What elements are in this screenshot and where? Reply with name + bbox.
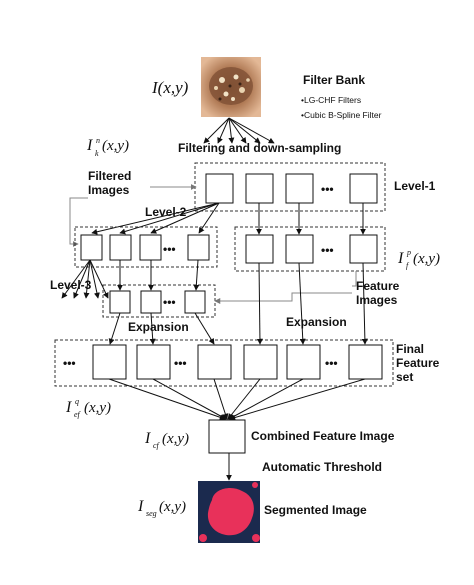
final-math-sub: ef xyxy=(74,410,82,419)
seg-math-sub: seg xyxy=(146,509,157,518)
feature-images-label-1: Feature xyxy=(356,279,400,293)
level2-to-level3-arrows xyxy=(117,259,200,291)
filtered-math-main: I xyxy=(86,137,93,154)
level2-left-dots: ••• xyxy=(163,242,176,256)
feature-math-sub: f xyxy=(406,261,410,270)
filtered-math-sub: k xyxy=(95,149,99,158)
final-dots-2: ••• xyxy=(174,356,187,370)
seg-math-main: I xyxy=(137,498,144,515)
level2-left-group xyxy=(74,226,218,268)
combined-label: Combined Feature Image xyxy=(251,429,395,443)
filtered-math-label: I n k (x,y) xyxy=(86,136,129,158)
final-math-label: I q ef (x,y) xyxy=(65,397,111,419)
feature-images-group xyxy=(234,226,386,272)
level3-dots: ••• xyxy=(163,295,176,309)
feature-dots: ••• xyxy=(321,243,334,257)
final-box-4 xyxy=(243,344,278,380)
level1-box-1 xyxy=(205,173,234,204)
filtered-images-connector-2 xyxy=(69,197,88,247)
segmented-label: Segmented Image xyxy=(264,503,367,517)
final-box-6 xyxy=(348,344,383,380)
combined-math-sub: cf xyxy=(153,441,161,450)
filtered-math-args: (x,y) xyxy=(102,138,129,154)
segmented-math-label: I seg (x,y) xyxy=(137,498,186,518)
feature-math-sup: p xyxy=(406,248,411,257)
final-math-args: (x,y) xyxy=(84,400,111,416)
level3-label: Level-3 xyxy=(50,278,92,292)
level3-fan-arrows xyxy=(61,259,109,299)
final-feature-label-2: Feature xyxy=(396,356,440,370)
final-feature-label-1: Final xyxy=(396,342,424,356)
feature-boxes xyxy=(245,234,378,264)
final-box-2 xyxy=(136,344,171,380)
final-box-3 xyxy=(197,344,232,380)
final-boxes xyxy=(92,344,383,380)
level1-dots: ••• xyxy=(321,182,334,196)
level2-box-4 xyxy=(187,234,210,261)
filtered-math-sup: n xyxy=(96,136,100,145)
level1-boxes xyxy=(205,173,378,204)
final-math-main: I xyxy=(65,399,72,416)
level3-boxes xyxy=(109,290,206,314)
feature-math-main: I xyxy=(397,250,404,267)
combined-math-label: I cf (x,y) xyxy=(144,430,189,450)
level1-to-feature-arrows xyxy=(256,203,366,235)
feature-images-connector-1 xyxy=(352,271,357,287)
feature-images-label-2: Images xyxy=(356,293,398,307)
final-feature-group xyxy=(54,339,394,387)
level3-box-2 xyxy=(140,290,162,314)
segmented-image xyxy=(198,481,260,543)
feature-images-connector-2 xyxy=(214,292,352,304)
filter-bank-item-bspline: •Cubic B-Spline Filter xyxy=(301,110,382,120)
expansion-label-small: Expansion xyxy=(128,320,189,334)
level1-label: Level-1 xyxy=(394,179,436,193)
level2-arrows xyxy=(91,202,220,235)
filtered-images-label-2: Images xyxy=(88,183,130,197)
level2-box-2 xyxy=(109,234,132,261)
level1-box-2 xyxy=(245,173,274,204)
converge-arrows xyxy=(108,378,366,421)
level3-box-1 xyxy=(109,290,131,314)
level1-box-4 xyxy=(349,173,378,204)
level3-box-3 xyxy=(184,290,206,314)
filter-arrows xyxy=(203,117,275,144)
filtered-images-label-1: Filtered xyxy=(88,169,131,183)
feature-math-label: I p f (x,y) xyxy=(397,248,440,270)
feature-box-2 xyxy=(285,234,314,264)
feature-box-1 xyxy=(245,234,274,264)
level2-box-1 xyxy=(80,234,103,261)
seg-math-args: (x,y) xyxy=(159,499,186,515)
expansion-label-large: Expansion xyxy=(286,315,347,329)
combined-math-args: (x,y) xyxy=(162,431,189,447)
filter-bank-title: Filter Bank xyxy=(303,73,365,87)
final-math-sup: q xyxy=(75,397,79,406)
level2-box-3 xyxy=(139,234,162,261)
input-skin-image xyxy=(201,57,261,117)
into-final-arrows xyxy=(108,262,368,345)
filter-bank-item-lgchf: •LG-CHF Filters xyxy=(301,95,361,105)
final-box-5 xyxy=(286,344,321,380)
level1-box-3 xyxy=(285,173,314,204)
final-box-1 xyxy=(92,344,127,380)
final-feature-label-3: set xyxy=(396,370,413,384)
combined-math-main: I xyxy=(144,430,151,447)
final-dots-1: ••• xyxy=(63,356,76,370)
auto-threshold-label: Automatic Threshold xyxy=(262,460,382,474)
level2-left-boxes xyxy=(80,234,210,261)
feature-box-3 xyxy=(349,234,378,264)
final-dots-3: ••• xyxy=(325,356,338,370)
feature-math-args: (x,y) xyxy=(413,251,440,267)
combined-feature-box xyxy=(208,419,246,454)
filtering-label: Filtering and down-sampling xyxy=(178,141,341,155)
input-math-label: I(x,y) xyxy=(151,78,189,97)
